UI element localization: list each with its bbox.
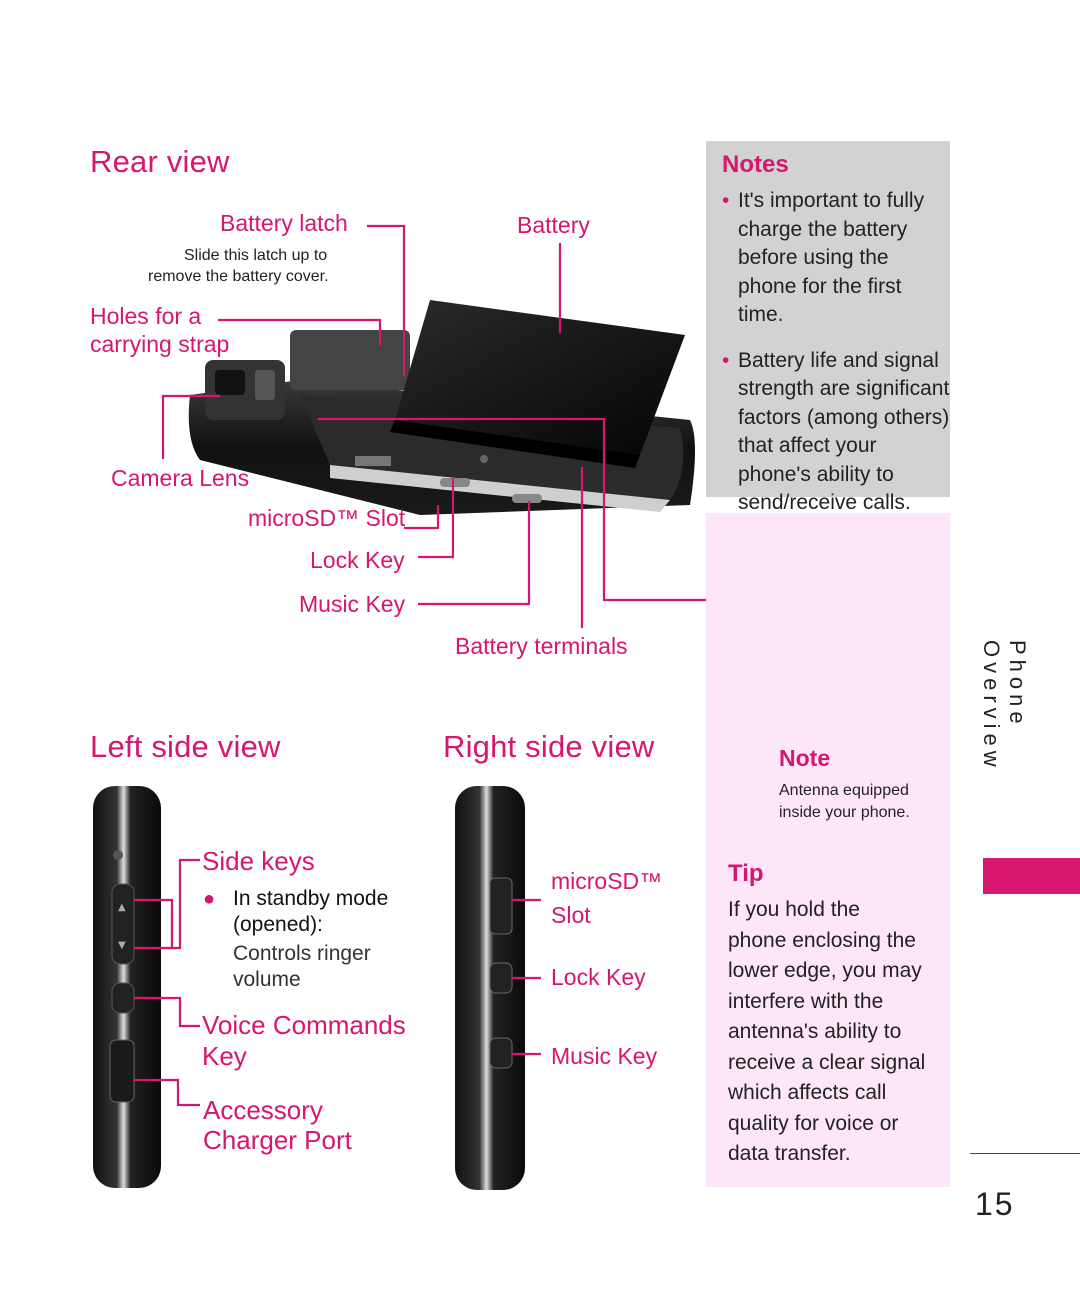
controls-line-1: Controls ringer [233,942,371,965]
holes-label-1: Holes for a [90,303,202,329]
right-microsd-label-1: microSD™ [551,868,663,894]
section-tab-marker [983,858,1080,894]
notes-item: It's important to fully charge the batte… [720,187,950,330]
tip-line: phone enclosing the [728,928,916,952]
rear-callout-lines [161,224,778,628]
right-music-key-label: Music Key [551,1043,658,1069]
standby-line-1: In standby mode [233,887,389,910]
holes-label-2: carrying strap [90,331,230,357]
tip-line: data transfer. [728,1142,851,1165]
tip-line: quality for voice or [728,1111,899,1135]
tip-line: receive a clear signal [728,1050,926,1074]
right-callout-lines [512,898,541,1056]
antenna-note-line-1: Antenna equipped [779,782,909,799]
battery-latch-desc-1: Slide this latch up to [184,247,328,264]
notes-list: It's important to fully charge the batte… [720,187,950,535]
tip-line: lower edge, you may [728,959,922,982]
side-keys-label: Side keys [202,846,315,876]
left-side-view-title: Left side view [90,729,281,764]
notes-title: Notes [722,151,789,178]
tip-title: Tip [728,860,764,887]
left-side-phone-illustration: ▲ ▼ [93,786,161,1188]
battery-latch-label: Battery latch [220,210,348,236]
notes-item: Battery life and signal strength are sig… [720,347,950,518]
tip-line: which affects call [728,1081,887,1104]
tip-line: If you hold the [728,898,860,921]
standby-line-2: (opened): [233,913,323,936]
right-side-view-title: Right side view [443,729,655,764]
lock-key-label: Lock Key [310,547,405,573]
left-callout-lines [134,858,200,1107]
tip-line: interfere with the [728,989,884,1013]
footer-rule [970,1153,1080,1154]
accessory-label-2: Charger Port [203,1125,352,1155]
controls-line-2: volume [233,968,301,991]
notes-box: Notes It's important to fully charge the… [706,141,950,514]
rear-phone-illustration [188,300,695,515]
tip-line: antenna's ability to [728,1020,902,1043]
right-lock-key-label: Lock Key [551,964,646,990]
antenna-note-line-2: inside your phone. [779,804,910,821]
battery-label: Battery [517,212,590,238]
svg-text:▼: ▼ [118,940,126,951]
page-number: 15 [975,1186,1015,1222]
bullet-dot: ● [203,888,216,910]
music-key-label: Music Key [299,591,406,617]
tip-box: Note Antenna equipped inside your phone.… [706,513,950,1187]
rear-view-title: Rear view [90,144,230,179]
antenna-note-title: Note [779,745,831,771]
camera-lens-label: Camera Lens [111,465,250,491]
voice-commands-label-2: Key [202,1041,247,1071]
right-side-phone-illustration [455,786,525,1190]
microsd-slot-label: microSD™ Slot [248,505,406,531]
tip-text: If you hold the phone enclosing the lowe… [728,895,950,1170]
battery-terminals-label: Battery terminals [455,633,628,659]
battery-latch-desc-2: remove the battery cover. [148,268,329,285]
svg-text:▲: ▲ [118,902,126,913]
section-title-vertical: Phone Overview [979,640,1030,772]
right-microsd-label-2: Slot [551,902,591,928]
voice-commands-label-1: Voice Commands [202,1010,406,1040]
accessory-label-1: Accessory [203,1095,323,1125]
